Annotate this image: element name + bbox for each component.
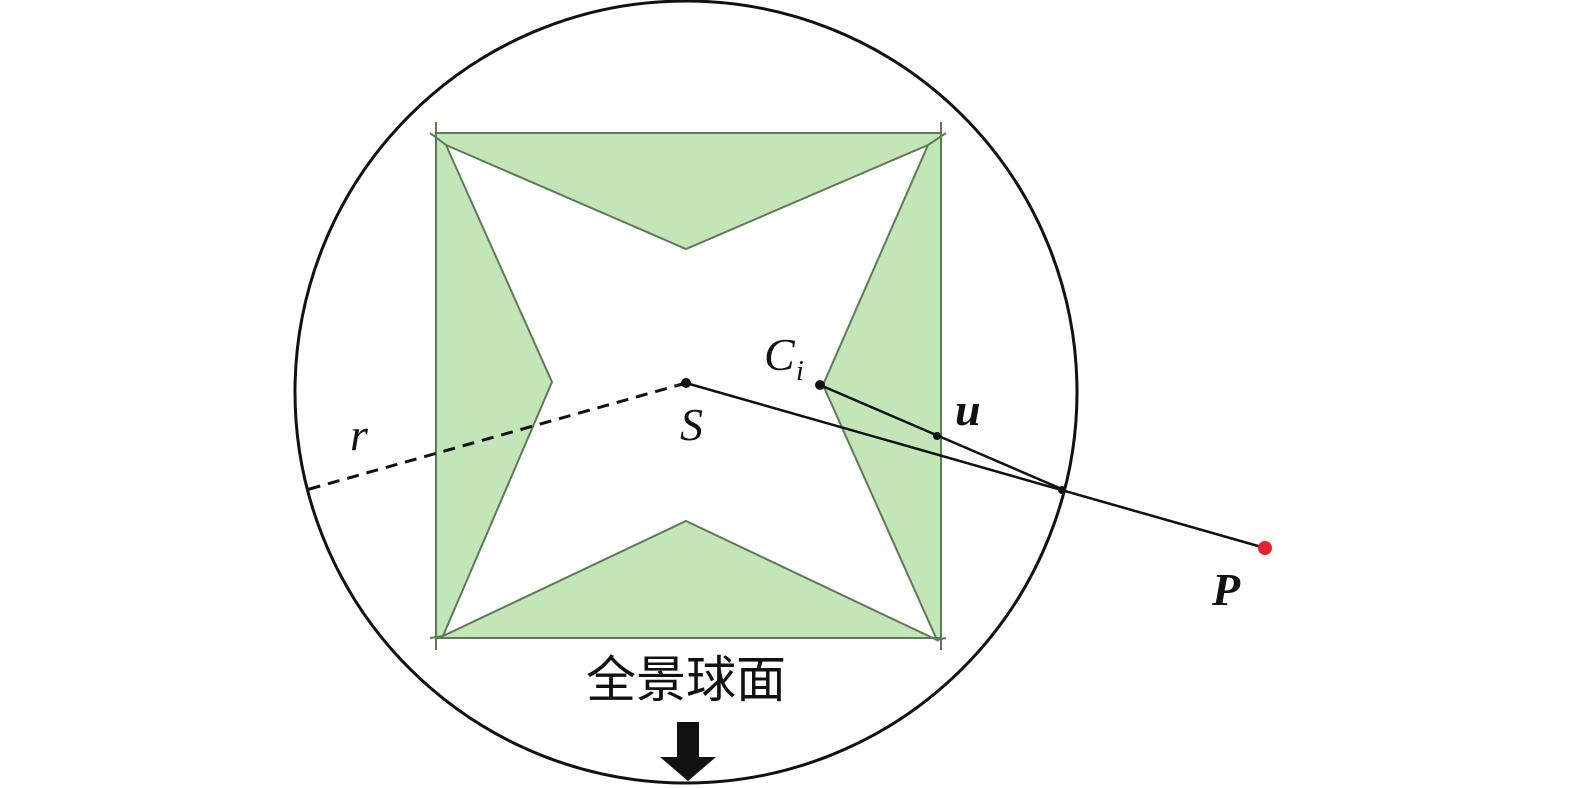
- down-arrow-icon: [660, 722, 716, 781]
- caption-panorama-sphere: 全景球面: [586, 651, 786, 709]
- panorama-sphere: [293, 0, 1079, 785]
- point-intersection: [1058, 486, 1066, 494]
- label-s: S: [680, 399, 703, 450]
- label-r: r: [350, 409, 369, 460]
- label-c-subscript: i: [796, 356, 804, 387]
- point-s: [681, 378, 691, 388]
- radius-line: [305, 381, 687, 492]
- point-u: [933, 432, 941, 440]
- point-ci: [815, 380, 825, 390]
- ray-ci-to-sphere: [819, 383, 1065, 492]
- label-u: u: [955, 384, 981, 435]
- corner-spikes: [429, 122, 947, 650]
- cube-projection: [429, 122, 947, 650]
- ray-s-to-p: [685, 381, 1266, 550]
- label-p: P: [1211, 564, 1241, 615]
- point-p: [1258, 541, 1272, 555]
- green-region: [436, 133, 941, 640]
- label-c: C: [764, 329, 796, 380]
